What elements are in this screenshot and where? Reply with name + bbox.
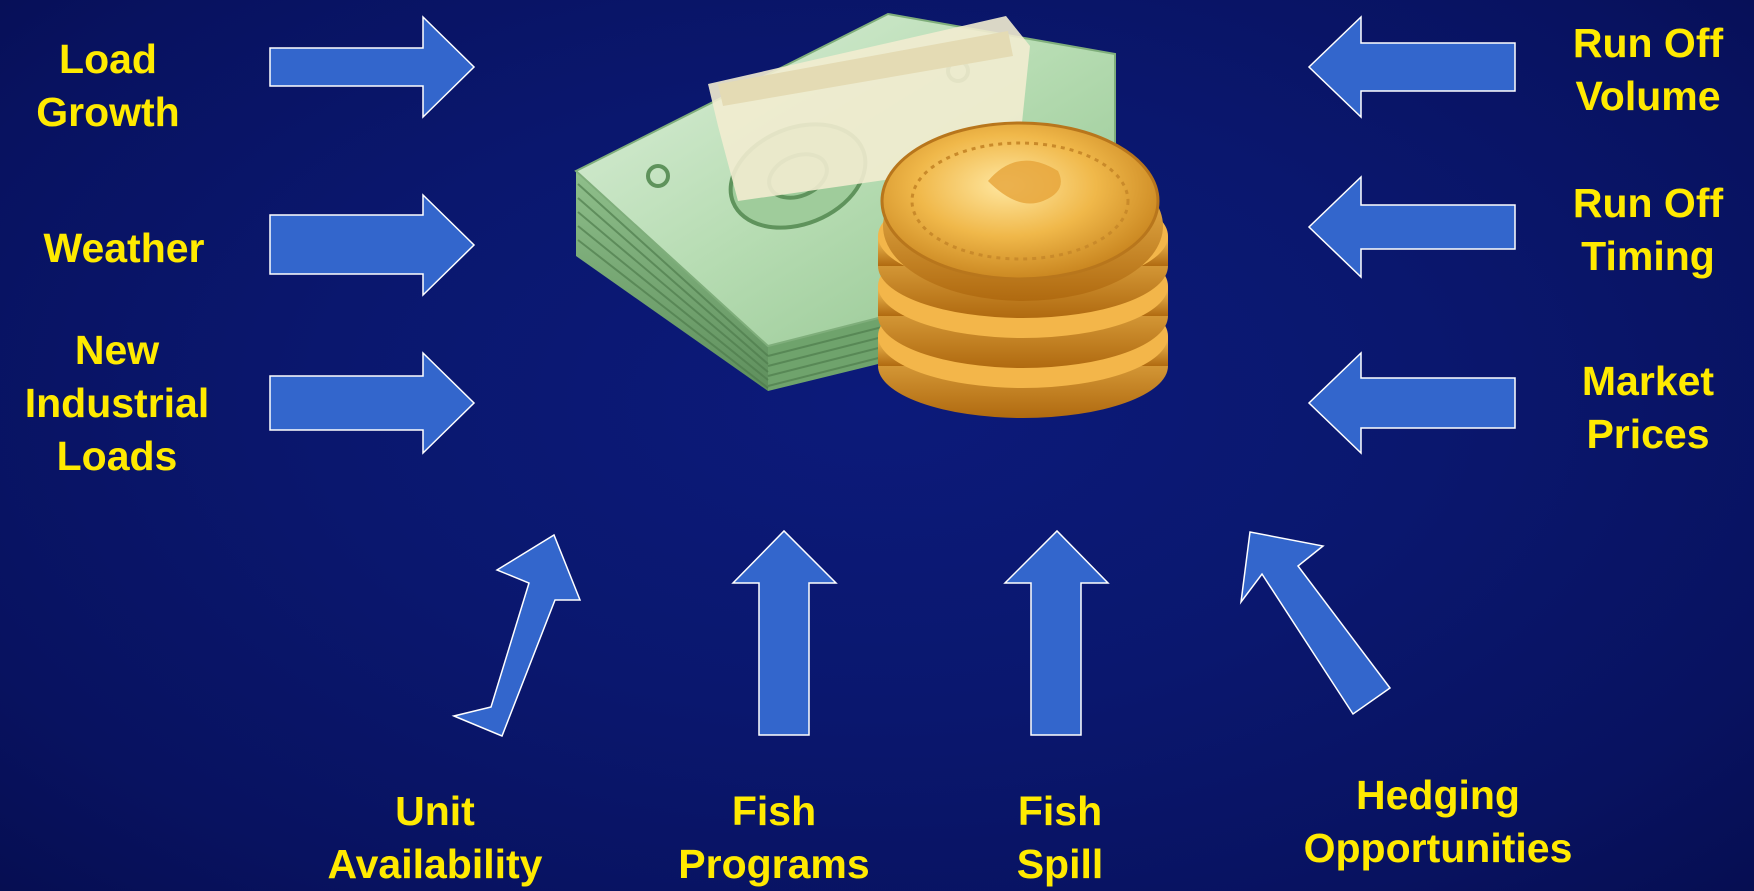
label-line: Timing [1581, 233, 1715, 279]
arrow-fish-spill [1003, 529, 1110, 736]
label-line: Prices [1586, 411, 1710, 457]
label-line: Industrial [24, 380, 210, 426]
label-line: Spill [1016, 841, 1104, 887]
arrow-fish-programs [731, 529, 838, 736]
label-weather: Weather [20, 222, 228, 275]
label-line: New [74, 327, 160, 373]
label-new-industrial-loads: New Industrial Loads [8, 324, 226, 483]
label-line: Market [1581, 358, 1715, 404]
label-line: Unit [395, 788, 475, 834]
label-line: Programs [678, 841, 870, 887]
arrow-run-off-volume [1307, 15, 1516, 119]
arrow-load-growth [269, 15, 476, 119]
label-line: Fish [731, 788, 817, 834]
label-line: Fish [1017, 788, 1103, 834]
label-unit-availability: Unit Availability [290, 785, 580, 891]
label-line: Run Off [1572, 20, 1724, 66]
label-line: Loads [56, 433, 178, 479]
label-run-off-volume: Run Off Volume [1548, 17, 1748, 123]
arrow-market-prices [1307, 351, 1516, 455]
label-line: Run Off [1572, 180, 1724, 226]
label-line: Volume [1575, 73, 1721, 119]
label-hedging-opportunities: Hedging Opportunities [1268, 769, 1608, 875]
arrow-hedging-opportunities [1239, 531, 1392, 716]
label-market-prices: Market Prices [1548, 355, 1748, 461]
arrow-unit-availability [451, 533, 582, 737]
label-line: Growth [36, 89, 180, 135]
label-line: Opportunities [1303, 825, 1573, 871]
label-line: Hedging [1356, 772, 1520, 818]
label-load-growth: Load Growth [20, 33, 196, 139]
arrow-new-industrial-loads [269, 351, 476, 455]
arrow-run-off-timing [1307, 175, 1516, 279]
label-run-off-timing: Run Off Timing [1548, 177, 1748, 283]
money-stack-with-coins-icon [574, 12, 1168, 418]
label-fish-spill: Fish Spill [980, 785, 1140, 891]
label-line: Weather [43, 225, 205, 271]
label-line: Load [59, 36, 157, 82]
arrow-weather [269, 193, 476, 297]
label-line: Availability [327, 841, 543, 887]
label-fish-programs: Fish Programs [652, 785, 896, 891]
